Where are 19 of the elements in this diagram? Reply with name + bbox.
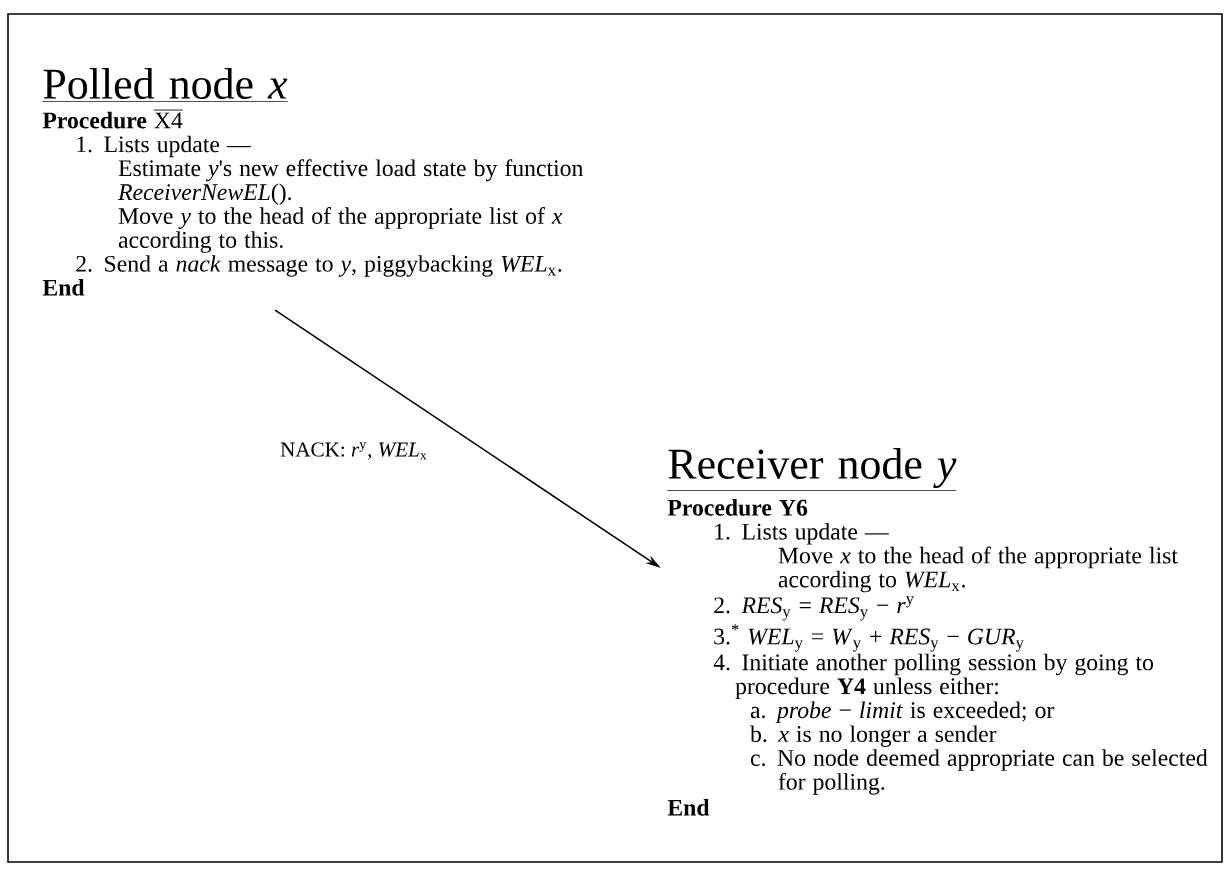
step-text: Move y to the head of the appropriate list of x according to this. xyxy=(118,207,563,253)
step-text: Move x to the head of the appropriate list according to WEL$_{x}$. xyxy=(778,546,1178,593)
step-text: 2. Send a nack message to y, piggybacking WEL$_{x}$. xyxy=(76,255,562,277)
node-heading: Receiver node y xyxy=(667,448,957,491)
step-text: 4. Initiate another polling session by going to procedure Y4 unless either: xyxy=(713,653,1154,700)
step-text: c. No node deemed appropriate can be selected for polling. xyxy=(750,749,1208,795)
procedure-label: Procedure Y6 xyxy=(667,499,808,516)
node-heading: Polled node x xyxy=(42,68,288,102)
end-label: End xyxy=(42,279,85,296)
edge-label: NACK: r$^{y}$, WEL$_{x}$ xyxy=(280,442,427,460)
step-text: 3.$^{*}$ WEL$_{y}$ = W$_{y}$ + RES$_{y}$ − GUR$_{y}$ xyxy=(714,624,1024,652)
step-text: 1. Lists update — xyxy=(715,523,889,545)
step-text: b. x is no longer a sender xyxy=(750,725,997,747)
step-text: Estimate y's new effective load state by function ReceiverNewEL(). xyxy=(117,159,584,205)
end-label: End xyxy=(667,799,710,816)
step-text: a. probe − limit is exceeded; or xyxy=(750,701,1055,723)
step-text: 2. RES$_{y}$ = RES$_{y}$ − r$^{y}$ xyxy=(714,596,914,621)
step-text: 1. Lists update — xyxy=(77,135,251,158)
procedure-label: Procedure X4 xyxy=(42,109,184,129)
